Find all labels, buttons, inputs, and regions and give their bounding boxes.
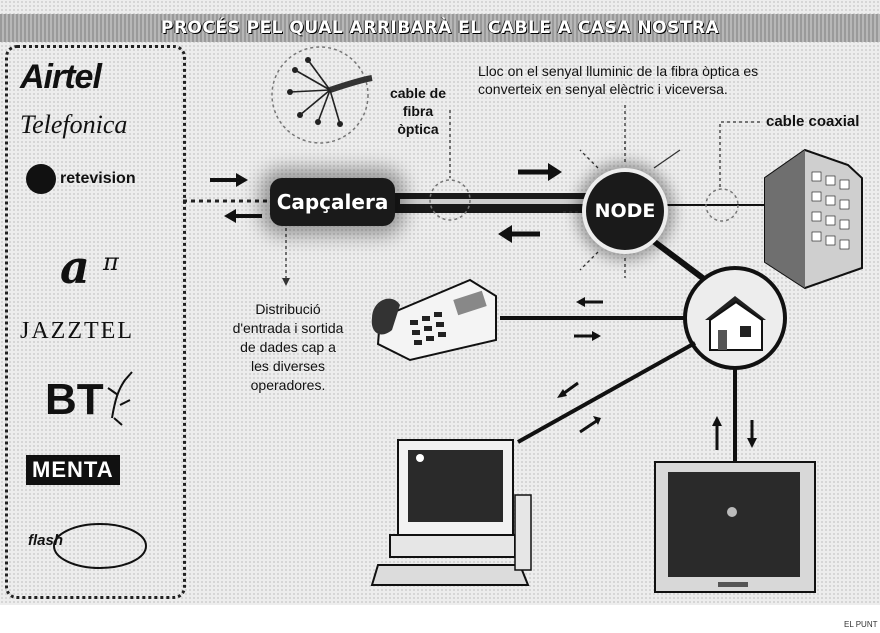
arrow-tv-down-head xyxy=(747,438,757,448)
title-bar xyxy=(0,14,880,42)
flash-swoosh-icon xyxy=(53,523,147,569)
coax-label: cable coaxial xyxy=(766,113,860,130)
arrow-left-2-head xyxy=(498,225,512,243)
arrow-phone-right-head xyxy=(592,331,601,341)
coax-leader-line xyxy=(719,121,760,189)
distribution-node: NODE xyxy=(586,172,664,250)
page-title: PROCÉS PEL QUAL ARRIBARÀ EL CABLE A CASA… xyxy=(160,18,720,38)
operator-flash: flash xyxy=(28,532,64,549)
operator-jazztel: JAZZTEL xyxy=(20,318,134,344)
arrow-left-1-head xyxy=(224,209,236,223)
operator-airtel: Airtel xyxy=(20,58,102,96)
operator-menta: MENTA xyxy=(26,455,120,485)
svg-text:a: a xyxy=(60,240,90,294)
retevision-logo-icon xyxy=(26,164,56,194)
operator-telefonica: Telefonica xyxy=(20,110,128,139)
headend-node: Capçalera xyxy=(270,178,395,226)
node-info-label: Lloc on el senyal lluminic de la fibra ò… xyxy=(478,63,759,97)
arrow-right-1-head xyxy=(236,173,248,187)
fiber-bundle-icon xyxy=(271,46,373,144)
arrow-phone-left-head xyxy=(576,297,585,307)
publisher-credit: EL PUNT xyxy=(844,620,878,629)
operator-bt: BT xyxy=(45,375,104,424)
distribution-label: Distribució d'entrada i sortida de dades… xyxy=(232,301,344,393)
fiber-label-line-2: fibra xyxy=(402,103,434,119)
house-to-computer xyxy=(517,341,696,444)
bt-piper-icon xyxy=(107,371,133,426)
house-icon xyxy=(683,266,787,370)
node-to-house xyxy=(650,237,714,288)
fiber-label-line-1: cable de xyxy=(389,85,447,101)
arrow-tv-up-head xyxy=(712,416,722,426)
arrow-computer-out-head xyxy=(593,416,601,425)
operator-retevision: retevision xyxy=(60,170,136,187)
computer-icon xyxy=(370,439,532,586)
fiber-cable-highlight xyxy=(400,199,585,204)
arrow-computer-out xyxy=(579,418,599,434)
coax-callout xyxy=(705,188,739,222)
telephone-icon xyxy=(371,278,497,362)
distribution-leader-head xyxy=(282,278,290,286)
arrow-right-2-head xyxy=(548,163,562,181)
operator-alpha-pi-icon: a π xyxy=(60,240,120,294)
node-rays xyxy=(560,142,681,278)
operators-box xyxy=(5,45,186,599)
television-icon xyxy=(654,461,816,593)
fiber-cable-label: cable de fibra òptica xyxy=(378,84,458,138)
arrow-computer-in-head xyxy=(557,389,567,398)
fiber-cable-callout xyxy=(429,179,471,221)
svg-text:π: π xyxy=(102,248,120,276)
building-icon xyxy=(764,148,863,290)
fiber-label-line-3: òptica xyxy=(397,121,439,137)
